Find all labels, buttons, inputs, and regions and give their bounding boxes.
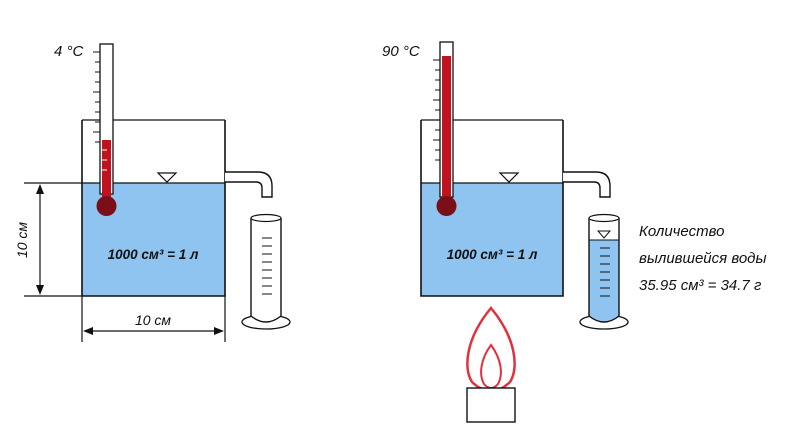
overflow-note-line-1: Количество bbox=[639, 223, 724, 240]
right-volume-label: 1000 см³ = 1 л bbox=[447, 247, 538, 262]
right-thermometer-scale bbox=[433, 59, 440, 161]
right-thermometer-bulb bbox=[436, 196, 457, 216]
overflow-note: Количество вылившейся воды 35.95 см³ = 3… bbox=[639, 223, 771, 294]
burner-base bbox=[466, 387, 516, 423]
right-measuring-cylinder bbox=[579, 213, 629, 330]
left-setup: 4 °C 1000 см³ = 1 л 10 см 10 см bbox=[14, 43, 291, 342]
left-volume-label: 1000 см³ = 1 л bbox=[108, 247, 199, 262]
overflow-note-line-3: 35.95 см³ = 34.7 г bbox=[639, 277, 762, 294]
left-tank bbox=[81, 120, 226, 297]
left-temperature-label: 4 °C bbox=[54, 43, 84, 60]
left-height-label: 10 см bbox=[14, 222, 30, 258]
left-width-label: 10 см bbox=[135, 312, 171, 328]
right-tank bbox=[420, 120, 564, 297]
right-overflow-spout bbox=[563, 171, 611, 198]
right-setup: 90 °C 1000 см³ = 1 л Количество вылив bbox=[382, 41, 771, 423]
right-thermometer bbox=[433, 41, 457, 216]
left-overflow-spout bbox=[225, 171, 273, 198]
left-thermometer bbox=[93, 43, 117, 216]
left-thermometer-bulb bbox=[96, 196, 117, 216]
left-width-dimension bbox=[81, 296, 226, 342]
overflow-note-line-2: вылившейся воды bbox=[639, 250, 767, 267]
left-height-dimension bbox=[24, 184, 82, 297]
right-level-marker-icon bbox=[498, 172, 520, 183]
left-measuring-cylinder bbox=[241, 213, 291, 330]
right-temperature-label: 90 °C bbox=[382, 43, 420, 60]
left-level-marker-icon bbox=[156, 172, 178, 183]
left-thermometer-scale bbox=[93, 51, 100, 143]
right-mercury-column bbox=[442, 56, 451, 202]
cylinder-level-marker-icon bbox=[596, 230, 612, 239]
candle-flame-icon bbox=[466, 306, 516, 423]
